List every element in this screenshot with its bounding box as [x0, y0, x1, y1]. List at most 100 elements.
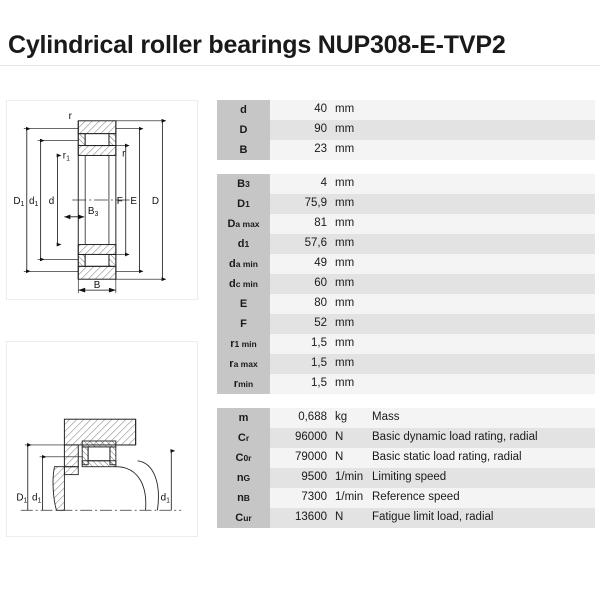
row-symbol-subscript: c min — [235, 278, 258, 289]
dim-label-B3: B3 — [88, 206, 99, 218]
row-unit: mm — [335, 377, 355, 390]
row-description — [370, 234, 595, 254]
row-value: 81 — [314, 217, 327, 230]
row-description: Limiting speed — [372, 471, 447, 484]
row-description — [370, 140, 595, 160]
row-symbol-subscript: a max — [233, 358, 258, 369]
row-description — [370, 294, 595, 314]
row-unit: mm — [335, 103, 355, 116]
dim-label-B: B — [94, 280, 101, 291]
row-unit: mm — [335, 257, 355, 270]
dim-label-d1: d1 — [29, 196, 38, 208]
row-symbol-subscript: a min — [235, 258, 258, 269]
row-value: 1,5 — [311, 377, 327, 390]
row-value: 0,688 — [298, 411, 327, 424]
dim-label-d1-mounting-left: d1 — [32, 492, 41, 504]
row-unit: mm — [335, 217, 355, 230]
drawings-column: D E F D1 d1 d — [0, 68, 214, 538]
row-symbol-subscript: a max — [235, 218, 260, 229]
row-value: 1,5 — [311, 357, 327, 370]
title-bar: Cylindrical roller bearings NUP308-E-TVP… — [0, 0, 600, 66]
row-symbol-subscript: B — [243, 492, 250, 503]
row-description: Reference speed — [372, 491, 460, 504]
row-value: 1,5 — [311, 337, 327, 350]
row-unit: mm — [335, 277, 355, 290]
row-symbol-subscript: 1 min — [234, 338, 257, 349]
row-description — [370, 120, 595, 140]
row-description — [370, 314, 595, 334]
dim-label-D: D — [152, 196, 159, 207]
row-symbol-subscript: 0r — [243, 452, 252, 463]
row-value: 60 — [314, 277, 327, 290]
row-value: 80 — [314, 297, 327, 310]
row-value: 23 — [314, 143, 327, 156]
row-symbol: B — [217, 140, 270, 160]
page-title: Cylindrical roller bearings NUP308-E-TVP… — [8, 31, 506, 59]
row-value: 13600 — [295, 511, 327, 524]
row-description — [370, 374, 595, 394]
row-unit: mm — [335, 143, 355, 156]
row-unit: mm — [335, 123, 355, 136]
row-description — [370, 194, 595, 214]
row-description — [370, 334, 595, 354]
dim-label-r1: r1 — [63, 150, 70, 162]
row-value: 96000 — [295, 431, 327, 444]
table-row: B 23 mm — [217, 140, 595, 160]
row-description — [370, 274, 595, 294]
row-symbol: F — [217, 314, 270, 334]
dim-label-E: E — [130, 196, 137, 207]
row-unit: N — [335, 451, 344, 464]
row-symbol-subscript: G — [243, 472, 251, 483]
table-row: E 80 mm — [217, 294, 595, 314]
row-unit: 1/min — [335, 471, 364, 484]
row-value: 49 — [314, 257, 327, 270]
row-unit: mm — [335, 337, 355, 350]
row-unit: kg — [335, 411, 348, 424]
row-description — [370, 174, 595, 194]
row-value: 52 — [314, 317, 327, 330]
dim-label-r-top: r — [69, 111, 73, 122]
dim-label-d: d — [49, 196, 54, 207]
row-unit: mm — [335, 197, 355, 210]
row-value: 79000 — [295, 451, 327, 464]
row-value: 90 — [314, 123, 327, 136]
row-unit: mm — [335, 237, 355, 250]
dim-label-r-right: r — [122, 148, 126, 159]
row-symbol-subscript: ur — [243, 512, 252, 523]
row-symbol: d — [217, 100, 270, 120]
row-symbol: E — [217, 294, 270, 314]
row-value: 4 — [320, 177, 327, 190]
row-description — [370, 214, 595, 234]
row-description: Mass — [372, 411, 400, 424]
row-description — [370, 354, 595, 374]
row-description — [370, 254, 595, 274]
row-unit: mm — [335, 297, 355, 310]
row-symbol-subscript: min — [238, 378, 254, 389]
